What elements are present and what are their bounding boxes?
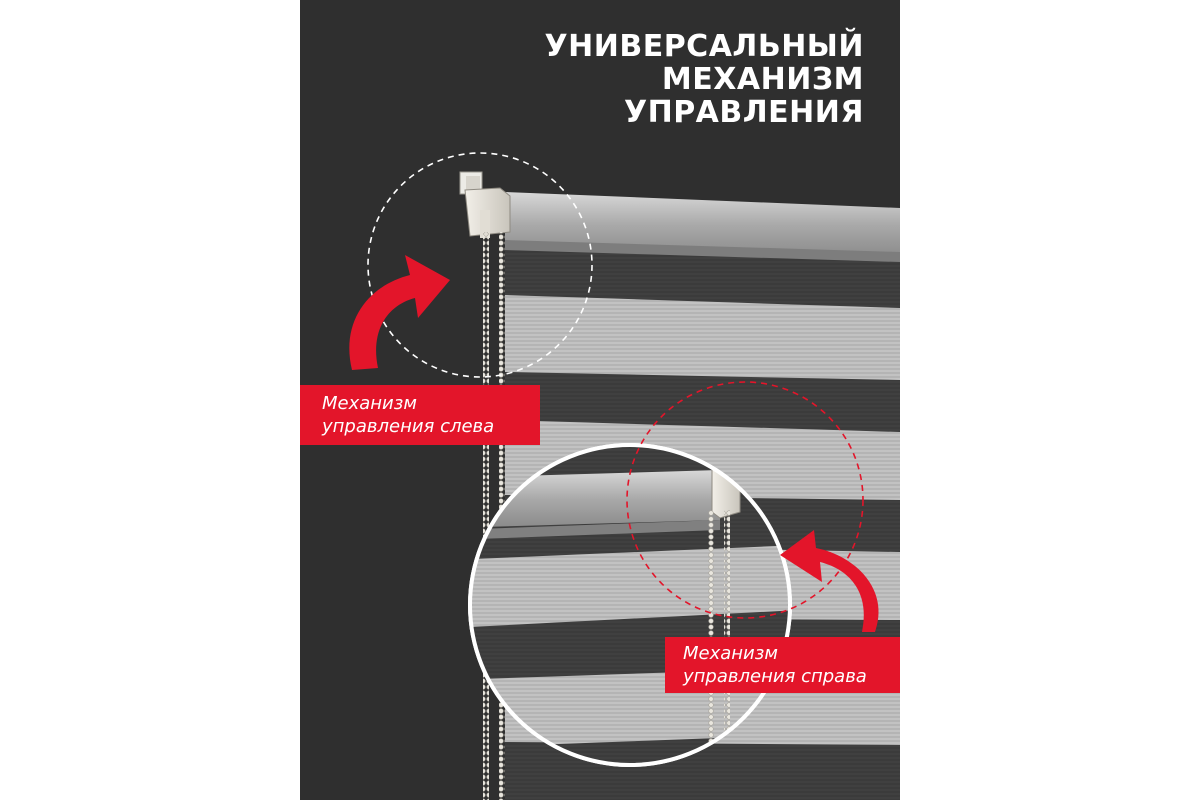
left-curved-arrow-icon [349, 255, 450, 370]
left-label-line-2: управления слева [322, 416, 495, 437]
right-label-line-1: Механизм [683, 643, 778, 664]
left-mechanism-label: Механизм управления слева [300, 385, 540, 445]
right-curved-arrow-icon [780, 530, 879, 632]
right-highlight-circle [626, 381, 864, 619]
right-label-line-2: управления справа [683, 666, 867, 687]
left-control-mechanism [459, 171, 511, 800]
page-title: УНИВЕРСАЛЬНЫЙ МЕХАНИЗМ УПРАВЛЕНИЯ [504, 30, 864, 129]
title-line-1: УНИВЕРСАЛЬНЫЙ [544, 29, 864, 64]
product-poster: УНИВЕРСАЛЬНЫЙ МЕХАНИЗМ УПРАВЛЕНИЯ Механи… [300, 0, 900, 800]
right-mechanism-label: Механизм управления справа [665, 637, 900, 693]
title-line-2: МЕХАНИЗМ [661, 62, 864, 97]
title-line-3: УПРАВЛЕНИЯ [623, 95, 864, 130]
left-highlight-circle [367, 152, 593, 378]
left-label-line-1: Механизм [322, 393, 417, 414]
